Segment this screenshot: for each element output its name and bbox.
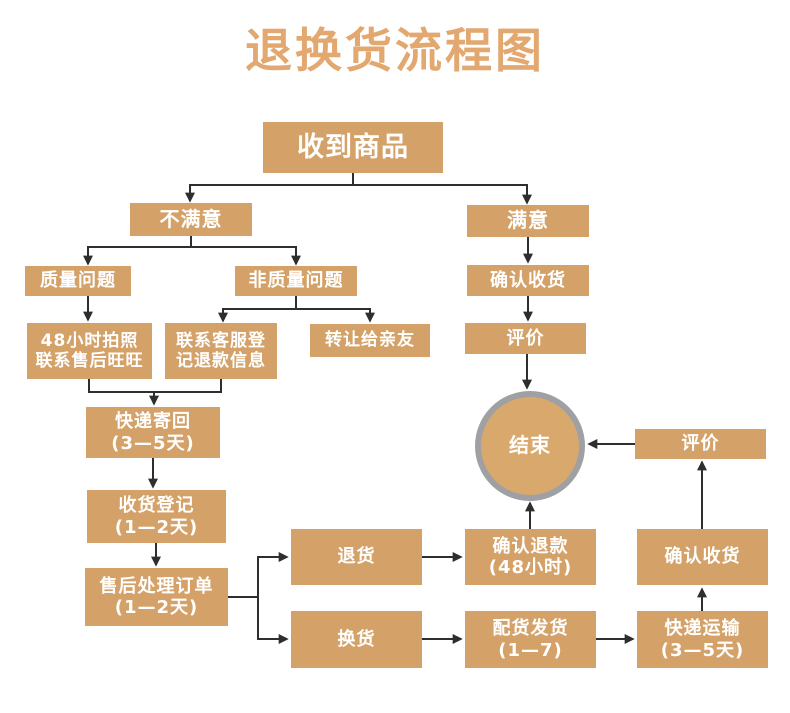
node-satisfied: 满意 — [467, 205, 589, 237]
node-received-goods: 收到商品 — [263, 122, 443, 173]
connector-received-to-satisfied — [353, 184, 532, 205]
node-non-quality-issue: 非质量问题 — [235, 266, 357, 296]
connector-merge-bracket — [88, 379, 222, 393]
node-label: (1—2天) — [114, 516, 199, 538]
connector-split-to-exchange — [257, 597, 289, 644]
connector-notsatisfied-to-quality — [83, 236, 192, 266]
node-confirm-receipt: 确认收货 — [467, 265, 589, 296]
node-label: (1—7) — [498, 639, 563, 661]
connector-split-to-return — [257, 552, 289, 597]
node-courier-return: 快递寄回(3—5天) — [86, 407, 220, 458]
node-transfer-to-friends: 转让给亲友 — [310, 324, 430, 357]
node-distribution-ship: 配货发货(1—7) — [465, 611, 596, 668]
node-confirm-receipt-2: 确认收货 — [637, 529, 768, 585]
node-label: 评价 — [506, 327, 545, 349]
connector-notsatisfied-to-nonquality — [191, 246, 301, 266]
node-label: 售后处理订单 — [99, 575, 214, 597]
node-not-satisfied: 不满意 — [130, 203, 252, 236]
node-label: 确认收货 — [490, 269, 566, 291]
node-label: 换货 — [337, 628, 376, 650]
node-receipt-registration: 收货登记(1—2天) — [87, 490, 226, 543]
connector-received-to-notsatisfied — [185, 173, 354, 203]
node-label: 转让给亲友 — [325, 330, 415, 351]
node-label: 收货登记 — [118, 495, 195, 517]
node-photo-48h: 48小时拍照联系售后旺旺 — [27, 323, 152, 379]
node-label: 退货 — [337, 546, 376, 568]
node-label: 快递运输 — [664, 618, 741, 640]
node-courier-transport: 快递运输(3—5天) — [637, 611, 768, 668]
node-label: 不满意 — [159, 206, 223, 231]
node-contact-service: 联系客服登记退款信息 — [165, 323, 277, 379]
node-label: 快递寄回 — [115, 411, 191, 433]
node-exchange: 换货 — [291, 611, 422, 668]
node-end: 结束 — [475, 391, 585, 501]
node-label: (3—5天) — [660, 639, 745, 661]
node-label: 确认收货 — [664, 546, 741, 568]
node-aftersales-order: 售后处理订单(1—2天) — [85, 568, 228, 626]
node-label: (1—2天) — [114, 597, 199, 618]
node-label: 配货发货 — [492, 618, 569, 640]
node-confirm-refund: 确认退款(48小时) — [465, 529, 596, 585]
node-label: 评价 — [681, 433, 720, 455]
node-label: 联系售后旺旺 — [35, 351, 144, 371]
node-label: 结束 — [509, 433, 551, 458]
node-quality-issue: 质量问题 — [25, 266, 131, 296]
node-label: 质量问题 — [40, 270, 116, 292]
node-label: 满意 — [507, 208, 549, 233]
node-label: 48小时拍照 — [40, 330, 139, 351]
page-title: 退换货流程图 — [245, 24, 545, 79]
node-review-2: 评价 — [635, 429, 766, 459]
node-return: 退货 — [291, 529, 422, 585]
node-label: 收到商品 — [297, 131, 409, 163]
node-label: (3—5天) — [111, 432, 195, 454]
node-review: 评价 — [465, 323, 586, 354]
node-label: 记退款信息 — [176, 351, 266, 371]
node-label: 联系客服登 — [176, 330, 266, 351]
node-label: 非质量问题 — [248, 270, 344, 292]
node-label: 确认退款 — [492, 535, 569, 557]
connector-nonquality-to-service — [218, 296, 297, 323]
node-label: (48小时) — [488, 557, 573, 578]
connector-nonquality-to-transfer — [296, 308, 375, 323]
